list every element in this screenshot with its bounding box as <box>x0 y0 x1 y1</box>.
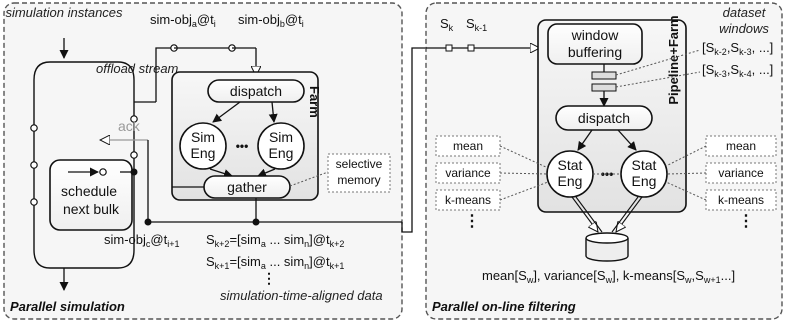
gather-node: gather <box>203 175 291 199</box>
sim-obj-c-label: sim-objc@ti+1 <box>104 232 179 249</box>
svg-text:⋮: ⋮ <box>464 213 480 230</box>
filter-right-kmeans: k-means <box>705 189 777 211</box>
svg-text:mean: mean <box>453 139 483 153</box>
sim-obj-b-label: sim-objb@ti <box>238 12 304 29</box>
filter-left-mean: mean <box>435 135 501 157</box>
buffer-slot-1 <box>591 71 617 80</box>
filter-left-variance: variance <box>435 162 501 184</box>
svg-text:variance: variance <box>718 166 764 180</box>
filter-dispatch-node: dispatch <box>555 105 653 131</box>
svg-text:k-means: k-means <box>718 193 764 207</box>
filter-right-mean: mean <box>705 135 777 157</box>
dispatch-node: dispatch <box>207 79 305 103</box>
simulation-loop <box>33 61 135 269</box>
window-1-label: [Sk-2,Sk-3, ...] <box>702 40 773 57</box>
parallel-simulation-label: Parallel simulation <box>10 299 125 314</box>
svg-text:mean: mean <box>726 139 756 153</box>
svg-text:dispatch: dispatch <box>230 83 282 99</box>
sim-eng-ellipsis: ••• <box>236 139 249 153</box>
simulation-instances-label: simulation instances <box>5 5 123 20</box>
schedule-next-bulk-box: schedule next bulk <box>49 159 133 231</box>
sk-label: Sk <box>440 16 454 33</box>
window-2-label: [Sk-3,Sk-4, ...] <box>702 62 773 79</box>
selective-memory-box <box>327 153 391 193</box>
s-k1-label: Sk+1=[sima ... simn]@tk+1 <box>206 254 344 271</box>
farm-label: Farm <box>307 86 322 118</box>
sim-obj-a-label: sim-obja@ti <box>150 12 216 29</box>
filter-right-variance: variance <box>705 162 777 184</box>
results-store-icon <box>585 232 629 262</box>
svg-text:⋮: ⋮ <box>262 270 276 286</box>
svg-text:variance: variance <box>445 166 491 180</box>
aligned-data-label: simulation-time-aligned data <box>220 288 383 303</box>
ack-label: ack <box>118 118 141 134</box>
offload-stream-label: offload stream <box>96 61 179 76</box>
s-k2-label: Sk+2=[sima ... simn]@tk+2 <box>206 232 344 249</box>
results-label: mean[Sw], variance[Sw], k-means[Sw,Sw+1.… <box>482 268 735 285</box>
pipeline-farm-label: Pipeline+Farm <box>666 15 681 104</box>
buffer-slot-2 <box>591 83 617 92</box>
svg-text:gather: gather <box>227 179 267 195</box>
sk1-label: Sk-1 <box>466 16 487 33</box>
svg-text:schedule next bulk: schedule next bulk <box>61 183 121 217</box>
filter-left-kmeans: k-means <box>435 189 501 211</box>
svg-text:⋮: ⋮ <box>738 213 754 230</box>
svg-text:dispatch: dispatch <box>578 110 630 126</box>
svg-text:k-means: k-means <box>445 193 491 207</box>
parallel-filtering-label: Parallel on-line filtering <box>432 299 576 314</box>
